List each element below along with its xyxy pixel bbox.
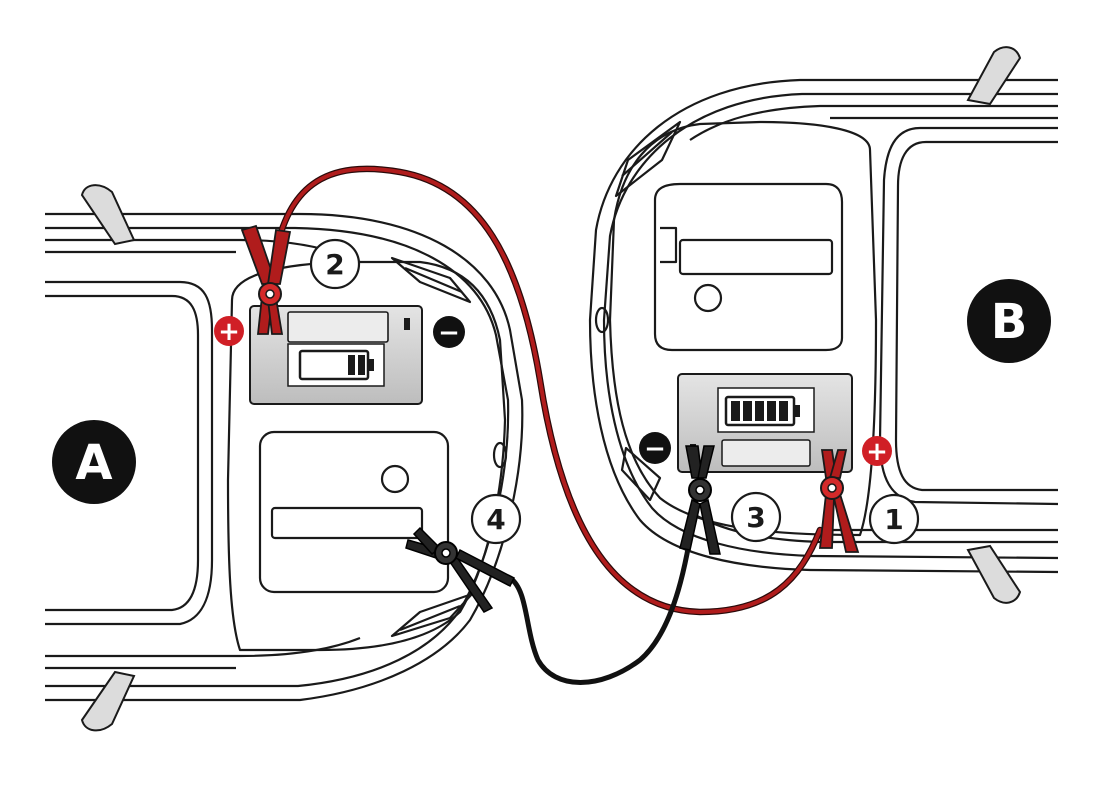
car-a-mirror-top <box>80 184 136 246</box>
car-a <box>45 212 524 702</box>
svg-text:+: + <box>866 437 888 467</box>
red-clamp-icon <box>818 449 860 553</box>
svg-text:A: A <box>75 435 112 491</box>
positive-terminal-badge-b: + <box>862 436 892 467</box>
step-2-badge: 2 <box>309 238 361 290</box>
svg-text:+: + <box>218 317 240 347</box>
svg-text:B: B <box>991 294 1028 350</box>
svg-text:−: − <box>438 318 460 348</box>
car-a-mirror-bottom <box>80 670 136 732</box>
black-clamp-icon <box>679 445 721 555</box>
car-b-mirror-top <box>966 46 1022 106</box>
black-clamp-icon <box>405 526 516 613</box>
negative-cable <box>507 489 700 685</box>
svg-text:3: 3 <box>746 501 765 534</box>
svg-text:1: 1 <box>884 503 903 536</box>
positive-terminal-badge-a: + <box>214 316 244 347</box>
car-b-mirror-bottom <box>966 544 1022 604</box>
step-3-badge: 3 <box>730 491 782 543</box>
negative-terminal-badge-a: − <box>433 316 465 348</box>
svg-text:−: − <box>644 434 666 464</box>
red-clamp-icon <box>240 224 292 335</box>
svg-text:2: 2 <box>325 248 344 281</box>
car-b-battery <box>677 373 853 473</box>
battery-full-icon <box>724 395 800 427</box>
negative-terminal-badge-b: − <box>639 432 671 464</box>
car-a-label: A <box>52 420 136 504</box>
step-1-badge: 1 <box>868 493 920 545</box>
battery-low-icon <box>298 349 374 381</box>
svg-text:4: 4 <box>486 503 505 536</box>
car-a-battery <box>249 305 423 405</box>
step-4-badge: 4 <box>470 493 522 545</box>
car-b-label: B <box>967 279 1051 363</box>
